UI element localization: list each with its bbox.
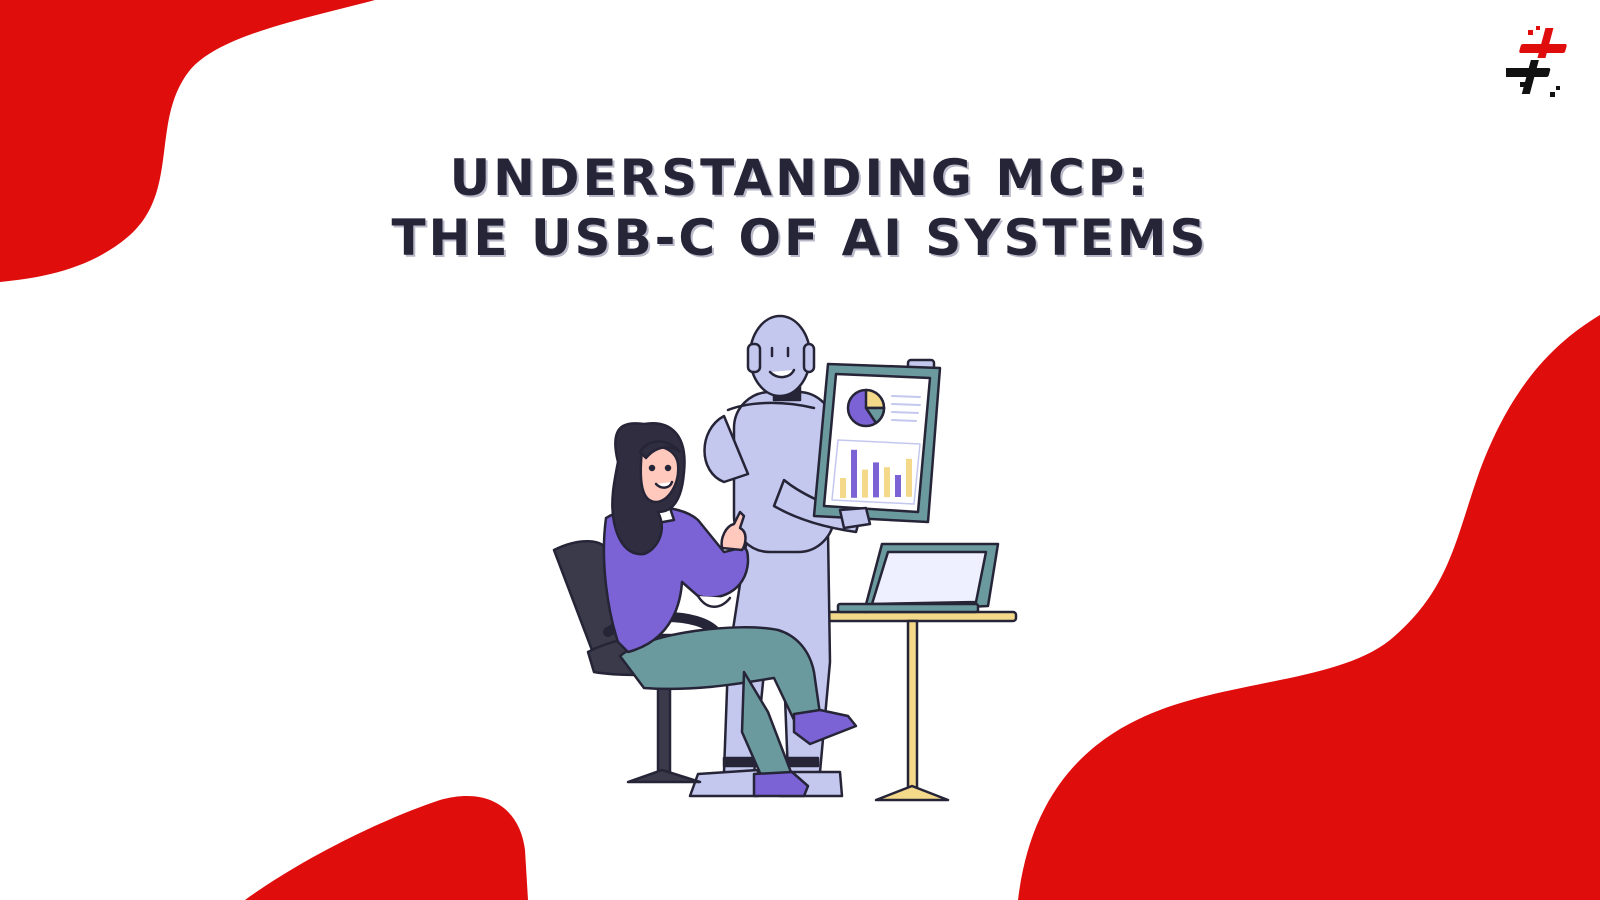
red-blob-bottom-left-shape bbox=[245, 795, 528, 900]
woman-and-robot-illustration bbox=[552, 314, 1018, 802]
hashtag-brand-logo-icon bbox=[1506, 26, 1567, 97]
woman-legs bbox=[618, 626, 858, 798]
robot-hand bbox=[838, 506, 872, 530]
bar-chart bbox=[840, 449, 912, 498]
bar-chart-bar bbox=[851, 449, 857, 498]
bar-chart-bar bbox=[862, 469, 868, 498]
bar-chart-bar bbox=[895, 475, 901, 497]
bar-chart-bar bbox=[906, 458, 912, 497]
woman-head bbox=[611, 422, 686, 556]
bar-chart-bar bbox=[840, 478, 846, 498]
title-line-2: THE USB-C OF AI SYSTEMS bbox=[391, 209, 1209, 267]
bar-chart-bar bbox=[884, 467, 890, 498]
chart-board bbox=[812, 358, 942, 524]
bar-chart-bar bbox=[873, 462, 879, 498]
laptop-icon bbox=[836, 542, 1000, 614]
title-block: UNDERSTANDING MCP: THE USB-C OF AI SYSTE… bbox=[0, 148, 1600, 268]
table-icon bbox=[814, 610, 1018, 802]
robot-torso bbox=[703, 390, 862, 554]
woman-pointing-hand bbox=[720, 510, 747, 552]
red-blob-bottom-right-shape bbox=[1018, 315, 1600, 900]
title-line-1: UNDERSTANDING MCP: bbox=[449, 149, 1151, 207]
robot-head bbox=[746, 314, 816, 402]
